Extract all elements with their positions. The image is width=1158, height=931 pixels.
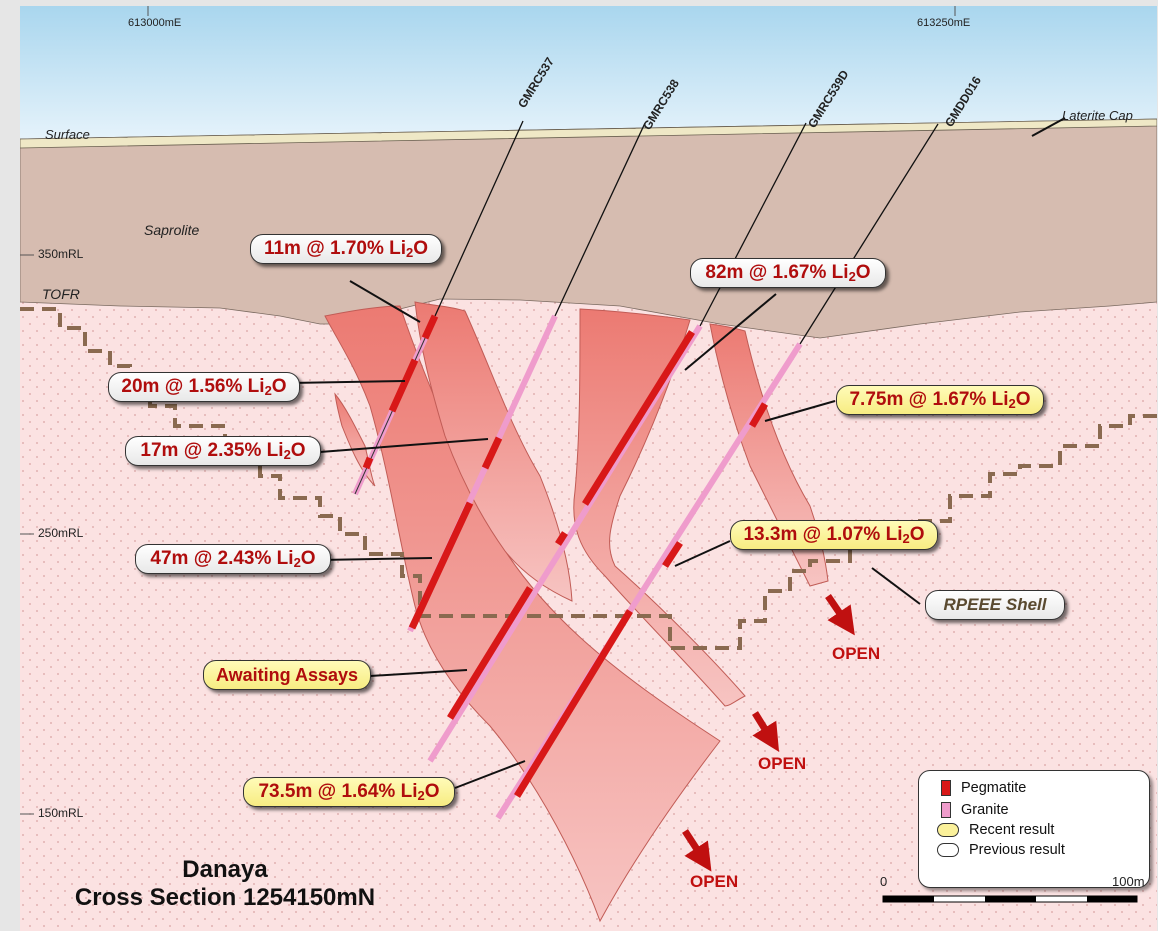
figure-title: Danaya Cross Section 1254150mN <box>40 856 410 912</box>
saprolite-label: Saprolite <box>144 222 200 238</box>
awaiting-assays-callout: Awaiting Assays <box>203 660 371 690</box>
hole-gmrc538 <box>554 122 646 317</box>
title-line-1: Danaya <box>182 856 268 883</box>
pegmatite-swatch-icon <box>941 780 951 796</box>
surface-label: Surface <box>45 127 90 142</box>
rpeee-shell-label: RPEEE Shell <box>925 590 1065 620</box>
easting-label: 613000mE <box>128 17 182 29</box>
rl-label: 350mRL <box>38 247 84 261</box>
rl-label: 150mRL <box>38 806 84 820</box>
laterite-label: Laterite Cap <box>1062 108 1133 123</box>
previous-swatch-icon <box>937 843 959 857</box>
open-label: OPEN <box>832 644 881 663</box>
open-label: OPEN <box>690 872 739 891</box>
legend-previous: Previous result <box>937 841 1065 859</box>
hole-gmdd016 <box>799 123 939 345</box>
sky <box>20 6 1157 141</box>
easting-label: 613250mE <box>917 17 971 29</box>
hole-gmrc537 <box>434 120 524 317</box>
laterite-cap <box>20 118 1157 149</box>
granite-swatch-icon <box>941 802 951 818</box>
scale-end-label: 100m <box>1112 874 1145 889</box>
legend-granite: Granite <box>941 801 1009 819</box>
title-line-2: Cross Section 1254150mN <box>74 884 376 911</box>
legend-recent: Recent result <box>937 821 1054 839</box>
leader-lines <box>289 117 1066 789</box>
tofr-label: TOFR <box>42 286 80 302</box>
scale-start-label: 0 <box>880 874 888 889</box>
legend-pegmatite: Pegmatite <box>941 779 1026 797</box>
open-label: OPEN <box>758 754 807 773</box>
open-arrows <box>682 594 855 872</box>
rl-ticks <box>20 6 956 815</box>
cross-section-map <box>20 6 1157 931</box>
legend: Pegmatite Granite Recent result Previous… <box>918 770 1150 888</box>
recent-swatch-icon <box>937 823 959 837</box>
drill-holes <box>352 120 939 820</box>
scale-bar <box>882 895 1138 903</box>
hole-gmrc539d <box>699 122 807 327</box>
rl-label: 250mRL <box>38 526 84 540</box>
